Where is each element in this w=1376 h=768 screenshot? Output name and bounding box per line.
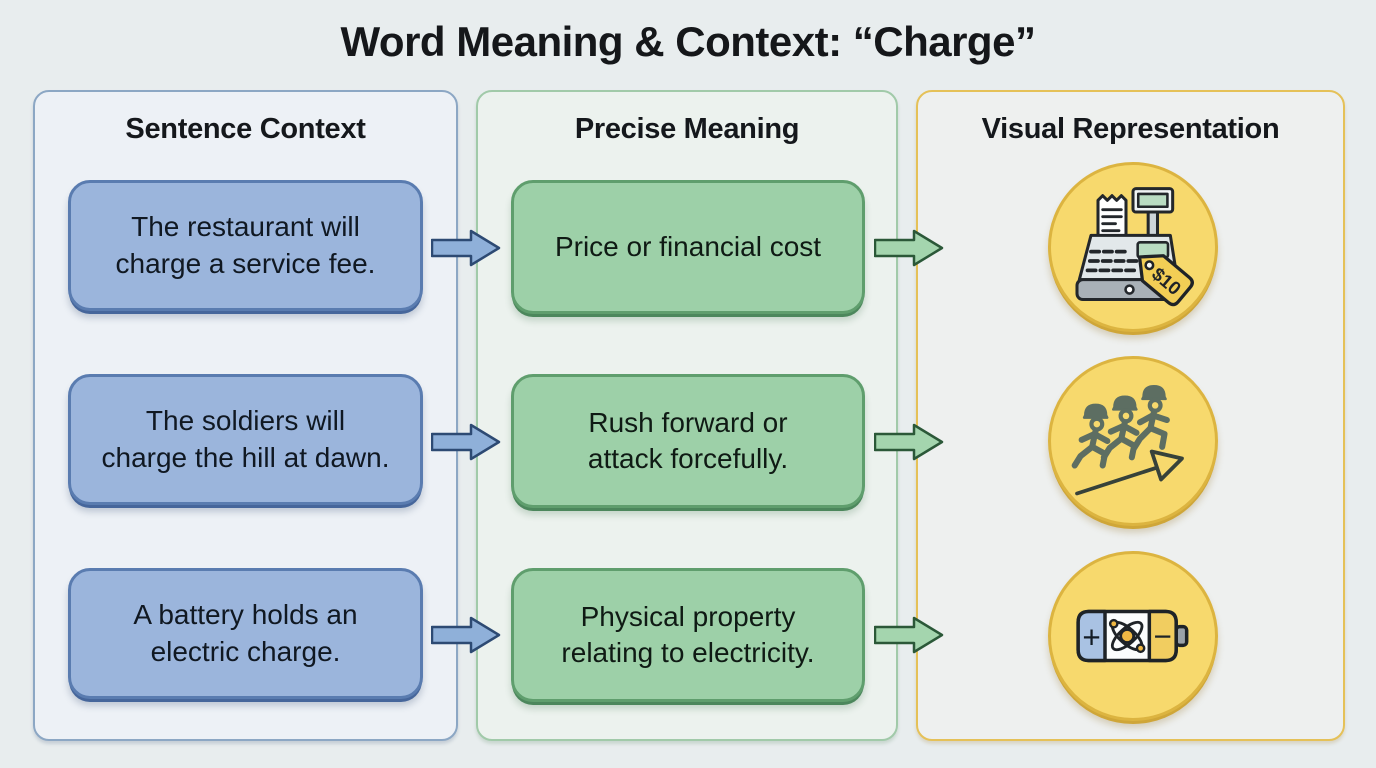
atom-symbol [1108,618,1146,654]
panel-sentence-context: Sentence Context The restaurant will cha… [33,90,458,741]
meaning-box-price: Price or financial cost [511,180,865,314]
charge-direction-arrow [1075,449,1184,496]
visual-circle-rush [1048,356,1218,526]
right-arrow-icon [431,423,501,461]
column-header-visual-representation: Visual Representation [981,113,1280,145]
soldiers-charging-arrow-icon [1071,385,1184,496]
sentence-box-restaurant: The restaurant will charge a service fee… [68,180,423,311]
right-arrow-icon [431,616,501,654]
price-tag-hole [1144,260,1155,271]
soldier-figure [1131,385,1170,452]
battery-positive-section [1076,609,1107,663]
column-header-precise-meaning: Precise Meaning [574,113,800,145]
visual-circle-battery: + − [1048,551,1218,721]
visual-circle-price: $10 [1048,162,1218,332]
page-title: Word Meaning & Context: “Charge” [340,18,1036,65]
sentence-box-soldiers: The soldiers will charge the hill at daw… [68,374,423,505]
atom-electron [1135,643,1146,654]
sentence-box-battery: A battery holds an electric charge. [68,568,423,699]
right-arrow-icon [431,229,501,267]
battery-electric-charge-icon: + − [1076,609,1189,663]
meaning-box-rush: Rush forward or attack forcefully. [511,374,865,508]
right-arrow-icon [874,423,944,461]
plus-symbol: + [1082,619,1100,655]
register-display-screen [1136,192,1169,209]
panel-visual-representation: Visual Representation [916,90,1345,741]
cash-register-with-price-tag-icon: $10 [1075,187,1194,307]
battery-negative-section [1147,609,1178,663]
right-arrow-icon [874,616,944,654]
atom-nucleus [1119,628,1136,644]
column-header-sentence-context: Sentence Context [125,113,366,145]
price-tag: $10 [1137,254,1194,307]
atom-electron [1108,618,1119,629]
register-base-button [1124,284,1135,295]
meaning-box-physical: Physical property relating to electricit… [511,568,865,702]
right-arrow-icon [874,229,944,267]
minus-symbol: − [1154,618,1172,654]
panel-precise-meaning: Precise Meaning Price or financial cost … [476,90,898,741]
